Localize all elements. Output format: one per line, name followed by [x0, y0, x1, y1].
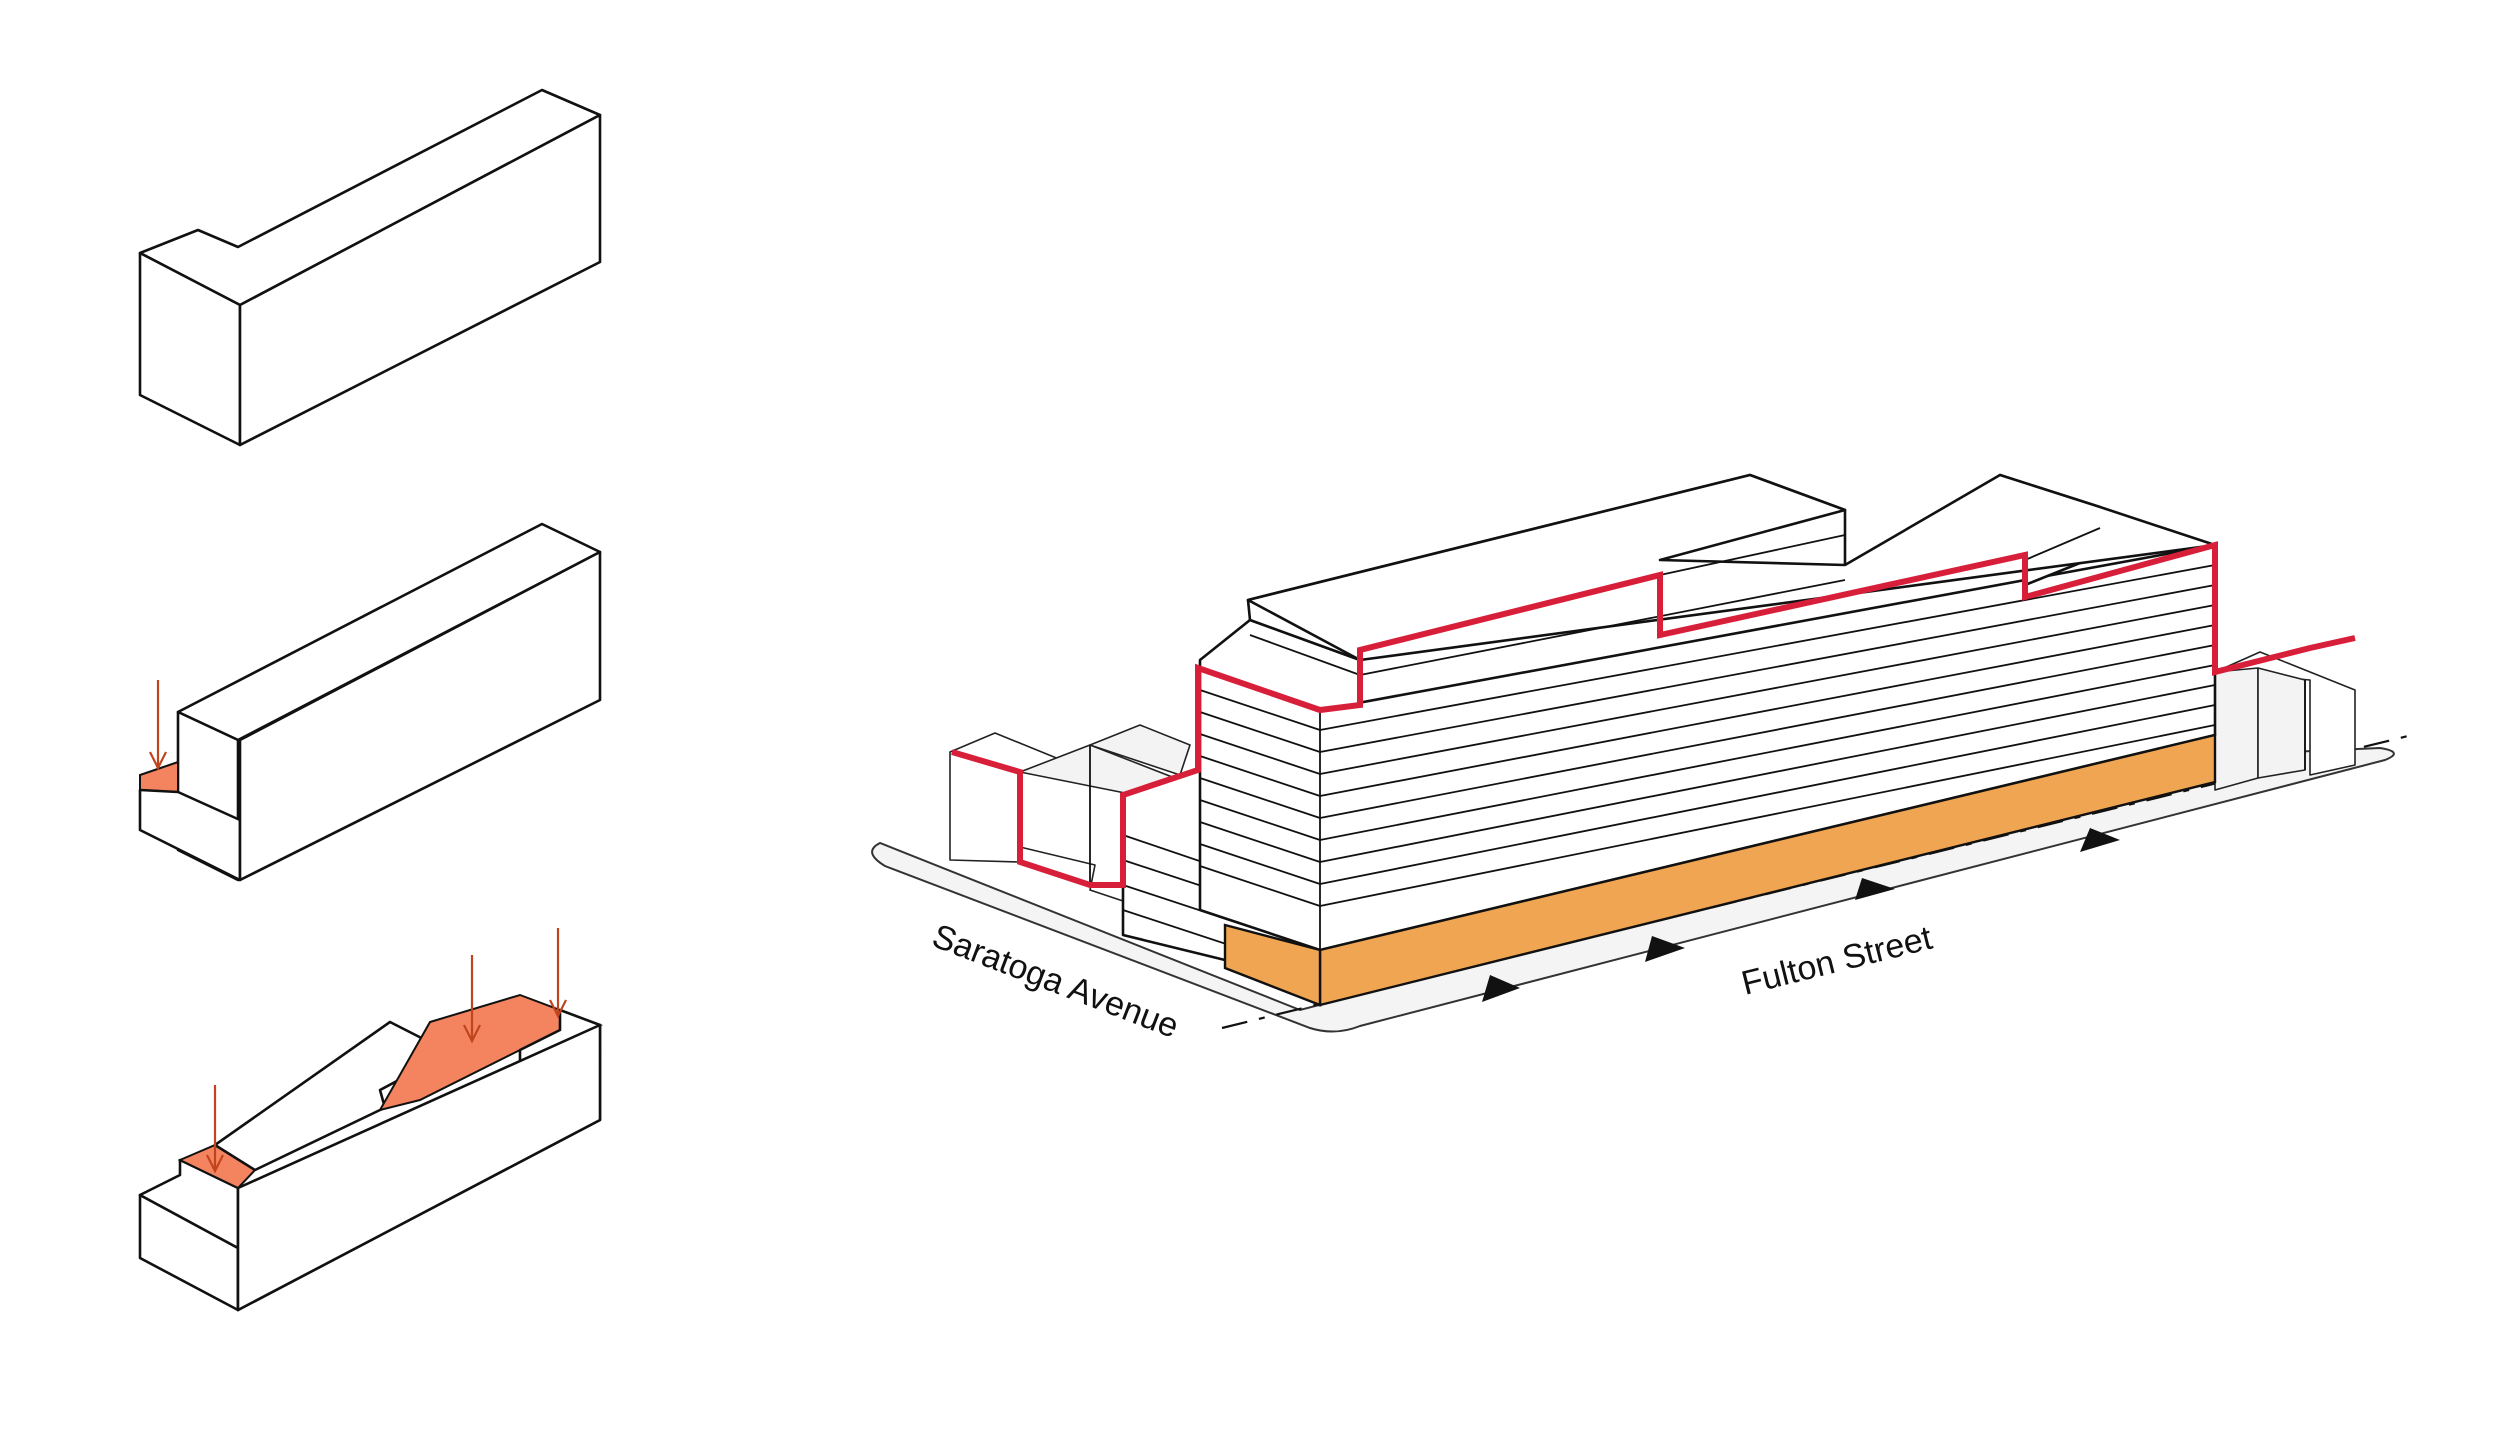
retail-base — [1223, 733, 2217, 1007]
retail-base-side — [1223, 923, 1322, 1007]
neighbor-building-left — [949, 724, 1191, 906]
property-line — [1221, 734, 2409, 1030]
setback-arrow-icon — [149, 680, 167, 771]
floor-lines — [1199, 527, 2216, 950]
step2-long-face — [238, 550, 602, 882]
neighbor-building-right — [2214, 651, 2356, 791]
street-wall-line — [951, 541, 2356, 888]
setback-arrow-icon — [206, 928, 567, 1174]
step1-long-face — [238, 113, 602, 447]
label-fulton-street: Fulton Street — [1738, 919, 1937, 1003]
step3-long-face — [236, 1023, 602, 1312]
massing-step-2 — [138, 522, 602, 882]
main-perspective: Saratoga Avenue Fulton Street — [871, 473, 2409, 1046]
massing-step-1 — [138, 88, 602, 447]
massing-step-3 — [138, 928, 604, 1312]
traffic-direction-arrow-icon — [1482, 828, 2120, 1002]
main-top-roof — [1246, 473, 2217, 662]
